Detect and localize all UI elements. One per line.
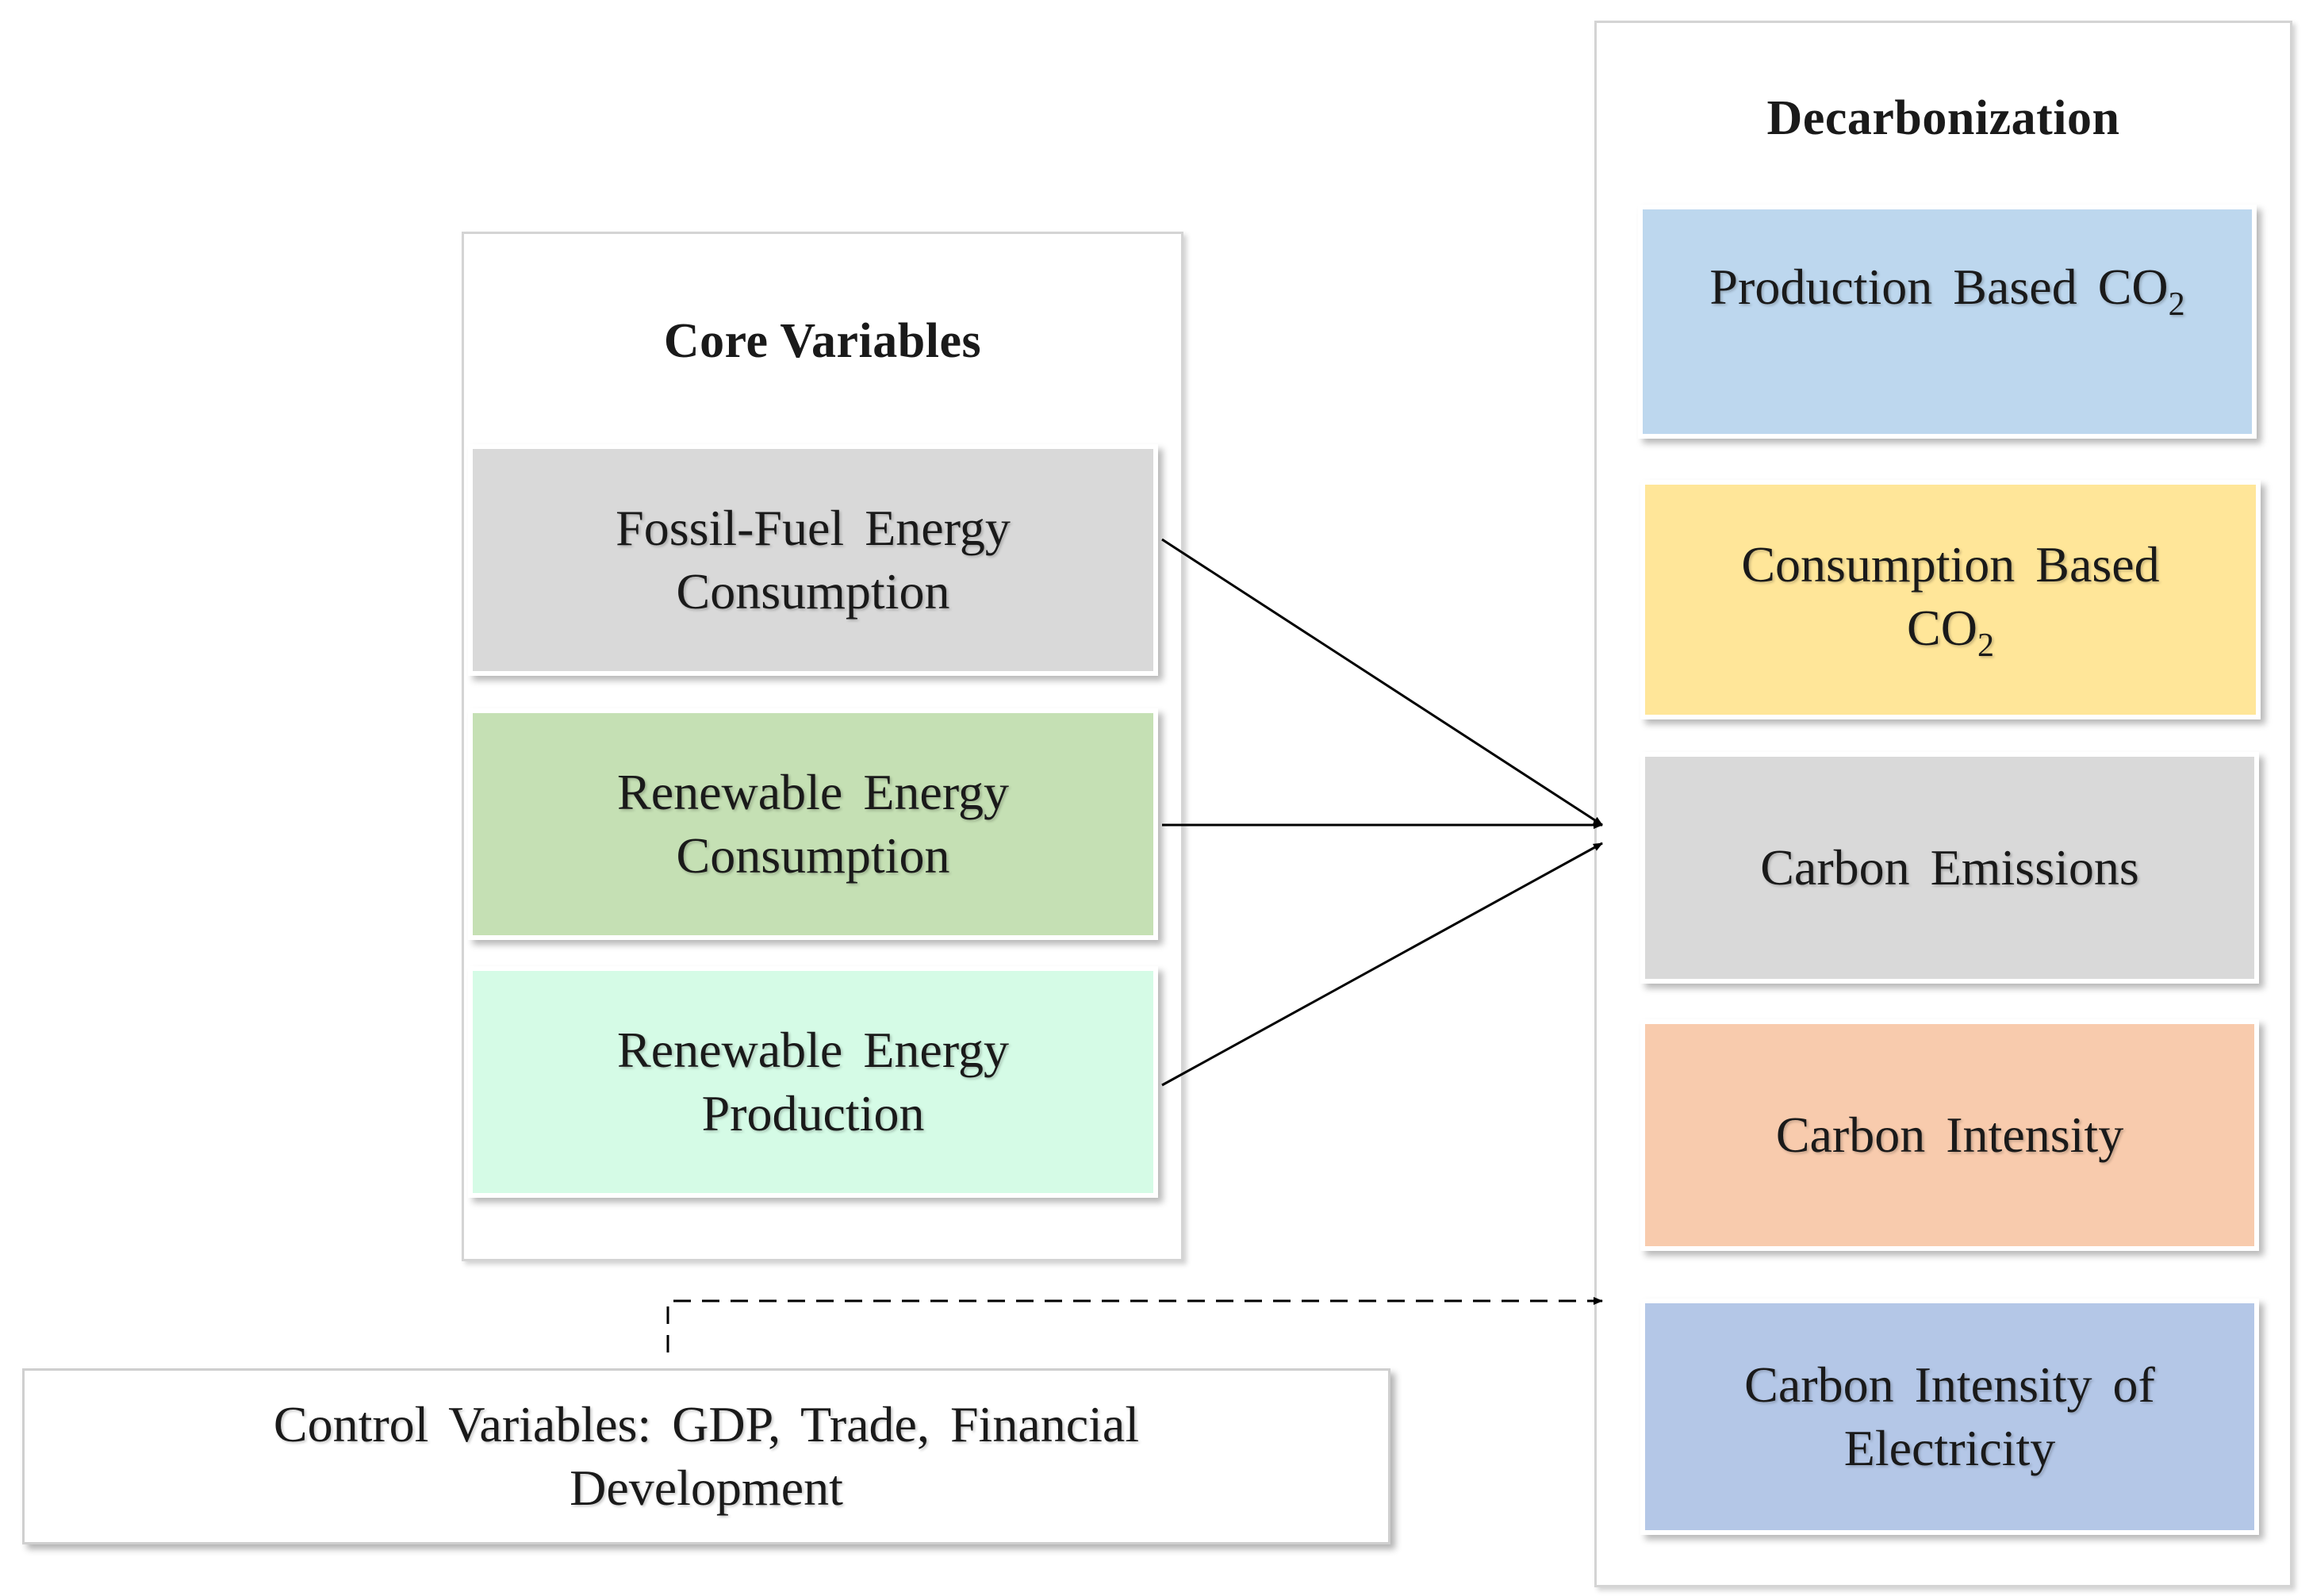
- core-box-renewable-production-label: Renewable Energy Production: [617, 1022, 1009, 1141]
- decarb-box-carbon-intensity: Carbon Intensity: [1640, 1019, 2259, 1251]
- decarb-box-production-co2: Production Based CO2: [1638, 205, 2257, 439]
- control-variables-box: Control Variables: GDP, Trade, Financial…: [22, 1368, 1390, 1544]
- core-box-fossil-fuel: Fossil-Fuel Energy Consumption: [468, 444, 1158, 676]
- decarb-box-production-co2-label: Production Based CO: [1709, 259, 2169, 315]
- core-box-renewable-consumption: Renewable Energy Consumption: [468, 708, 1158, 940]
- decarb-box-carbon-intensity-electricity-label: Carbon Intensity of Electricity: [1744, 1356, 2155, 1476]
- decarb-box-carbon-intensity-electricity: Carbon Intensity of Electricity: [1640, 1299, 2259, 1535]
- decarb-box-carbon-emissions-label: Carbon Emissions: [1760, 839, 2139, 896]
- decarbonization-title: Decarbonization: [1766, 91, 2120, 145]
- core-box-renewable-consumption-label: Renewable Energy Consumption: [617, 764, 1009, 884]
- decarb-box-consumption-co2-label: Consumption Based CO: [1741, 535, 2160, 656]
- arrow-fossil-to-decarbonization: [1161, 538, 1603, 827]
- core-box-fossil-fuel-label: Fossil-Fuel Energy Consumption: [616, 500, 1011, 620]
- decarb-box-consumption-co2: Consumption Based CO2: [1640, 480, 2261, 719]
- co2-subscript: 2: [1977, 627, 1994, 664]
- decarb-box-carbon-intensity-label: Carbon Intensity: [1775, 1107, 2124, 1163]
- core-box-renewable-production: Renewable Energy Production: [468, 966, 1158, 1198]
- core-variables-title: Core Variables: [663, 314, 982, 368]
- control-variables-label: Control Variables: GDP, Trade, Financial…: [273, 1396, 1140, 1516]
- arrow-control-to-decarbonization: [666, 1297, 1603, 1352]
- decarb-box-carbon-emissions: Carbon Emissions: [1640, 752, 2259, 984]
- arrow-renewable-production-to-decarbonization: [1161, 842, 1603, 1087]
- co2-subscript: 2: [2168, 286, 2185, 323]
